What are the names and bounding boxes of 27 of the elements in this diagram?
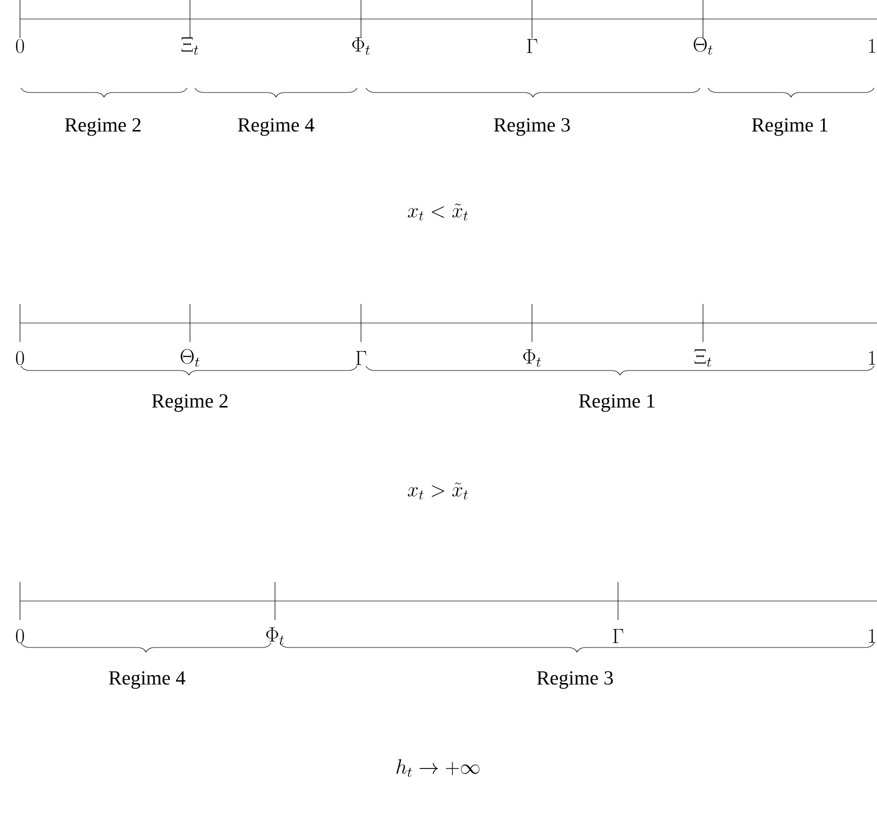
tick-label: $\Theta_t$ (180, 349, 200, 367)
tick-label: $\Gamma$ (527, 38, 538, 54)
tick-label: $\Xi_t$ (694, 349, 712, 367)
tick-label: $\Phi_t$ (266, 627, 284, 645)
regime-label: Regime 2 (152, 394, 228, 412)
regime-label: Regime 4 (108, 671, 186, 689)
tick-label: $0$ (16, 628, 24, 644)
tick-label: $0$ (16, 38, 24, 54)
tick-label: $1$ (869, 628, 876, 643)
tick-label: $\Xi_t$ (182, 37, 198, 55)
regime-label: Regime 3 (536, 671, 613, 689)
tick-label: $1$ (869, 38, 876, 53)
regime-label: Regime 4 (238, 118, 314, 136)
condition-label: $x_t > \tilde{x}_t$ (408, 482, 468, 500)
tick-label: $\Gamma$ (356, 350, 366, 366)
condition-label: $h_t \to +\infty$ (396, 759, 480, 777)
regime-label: Regime 1 (752, 118, 828, 136)
condition-label: $x_t < \tilde{x}_t$ (408, 204, 468, 220)
regime-label: Regime 2 (64, 118, 141, 136)
tick-label: $\Gamma$ (613, 628, 624, 644)
tick-label: $\Phi_t$ (523, 349, 541, 367)
tick-label: $0$ (16, 350, 24, 366)
tick-label: $\Phi_t$ (352, 37, 370, 55)
regime-label: Regime 3 (494, 118, 570, 136)
tick-label: $\Theta_t$ (694, 37, 712, 55)
regime-label: Regime 1 (578, 394, 654, 412)
tick-label: $1$ (869, 350, 876, 365)
